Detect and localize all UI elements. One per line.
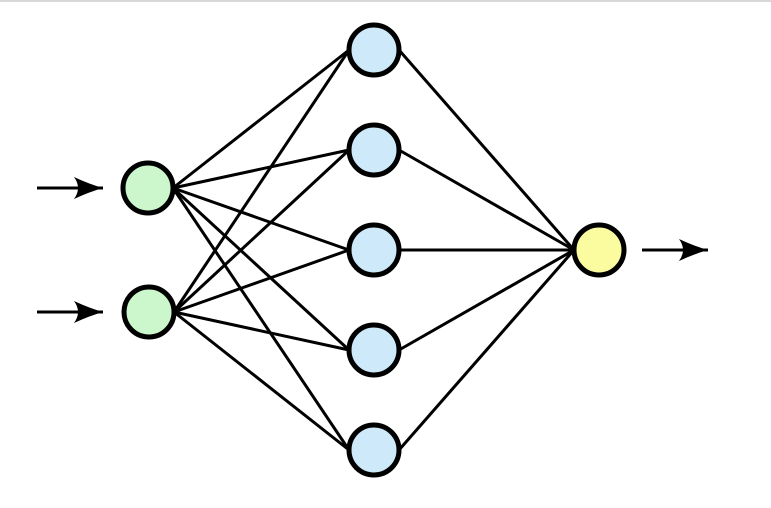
edge-i1-h5 bbox=[171, 187, 351, 451]
edge-i2-h5 bbox=[173, 310, 350, 452]
output-node-1 bbox=[571, 222, 627, 278]
edge-h1-o1 bbox=[397, 49, 576, 251]
input-node-1 bbox=[120, 160, 176, 216]
edge-i1-h4 bbox=[171, 186, 351, 352]
top-border-line bbox=[0, 0, 771, 2]
edge-i2-h4 bbox=[173, 310, 350, 352]
hidden-node-2 bbox=[346, 122, 402, 178]
edge-i2-h3 bbox=[173, 248, 350, 314]
edge-h4-o1 bbox=[398, 248, 575, 352]
nodes-layer bbox=[120, 22, 627, 478]
edge-i1-h3 bbox=[172, 186, 350, 252]
hidden-node-5 bbox=[346, 422, 402, 478]
edge-i1-h2 bbox=[172, 148, 350, 190]
edge-i2-h1 bbox=[172, 49, 351, 313]
hidden-node-4 bbox=[346, 322, 402, 378]
input-node-2 bbox=[121, 284, 177, 340]
edge-h2-o1 bbox=[398, 148, 575, 252]
io-arrows-layer bbox=[37, 177, 708, 323]
hidden-node-3 bbox=[346, 222, 402, 278]
edges-layer bbox=[171, 48, 576, 452]
edge-h5-o1 bbox=[397, 249, 576, 451]
edge-i1-h1 bbox=[172, 48, 350, 190]
edge-i2-h2 bbox=[172, 148, 351, 314]
hidden-node-1 bbox=[346, 22, 402, 78]
